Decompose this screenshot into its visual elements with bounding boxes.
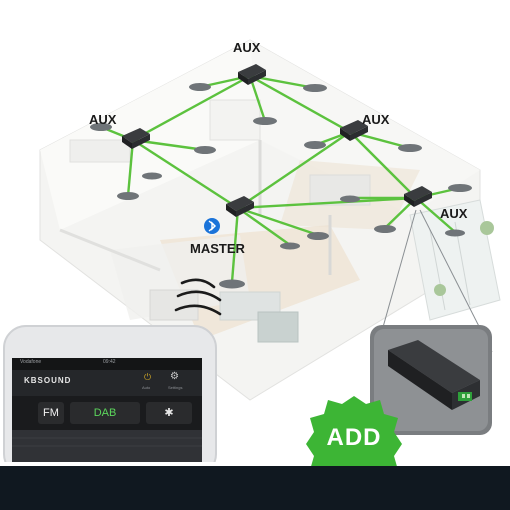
fm-button[interactable]: FM: [38, 402, 64, 424]
aux-label-left: AUX: [89, 112, 117, 127]
aux-module-far-right: [404, 186, 432, 207]
phone-right-label-1: Auto: [142, 385, 151, 390]
bt-button[interactable]: ✱ BT: [146, 402, 192, 424]
phone-illustration: [3, 325, 217, 462]
master-module: [226, 196, 254, 217]
bottom-bar: [0, 466, 510, 510]
power-icon[interactable]: ⏻: [144, 372, 152, 382]
speaker-icon: [90, 83, 472, 289]
dab-button[interactable]: DAB: [70, 402, 140, 424]
aux-label-far-right: AUX: [440, 206, 468, 221]
gear-icon[interactable]: ⚙: [170, 371, 179, 382]
bluetooth-icon: ✱: [164, 407, 174, 419]
aux-module-top: [238, 64, 266, 85]
aux-label-right: AUX: [362, 112, 390, 127]
master-label: MASTER: [190, 241, 245, 256]
aux-module-left: [122, 128, 150, 149]
aux-label-top: AUX: [233, 40, 261, 55]
sound-waves-icon: [174, 278, 222, 316]
bluetooth-icon: [204, 218, 220, 234]
phone-carrier: Vodafone: [20, 359, 42, 365]
add-badge-text: ADD: [326, 424, 382, 451]
phone-time: 09:42: [103, 359, 116, 365]
phone-right-label-2: Settings: [168, 385, 183, 390]
phone-brand: KBSOUND: [24, 376, 72, 385]
aux-module-right: [340, 120, 368, 141]
device-zoom-box: [370, 325, 492, 435]
